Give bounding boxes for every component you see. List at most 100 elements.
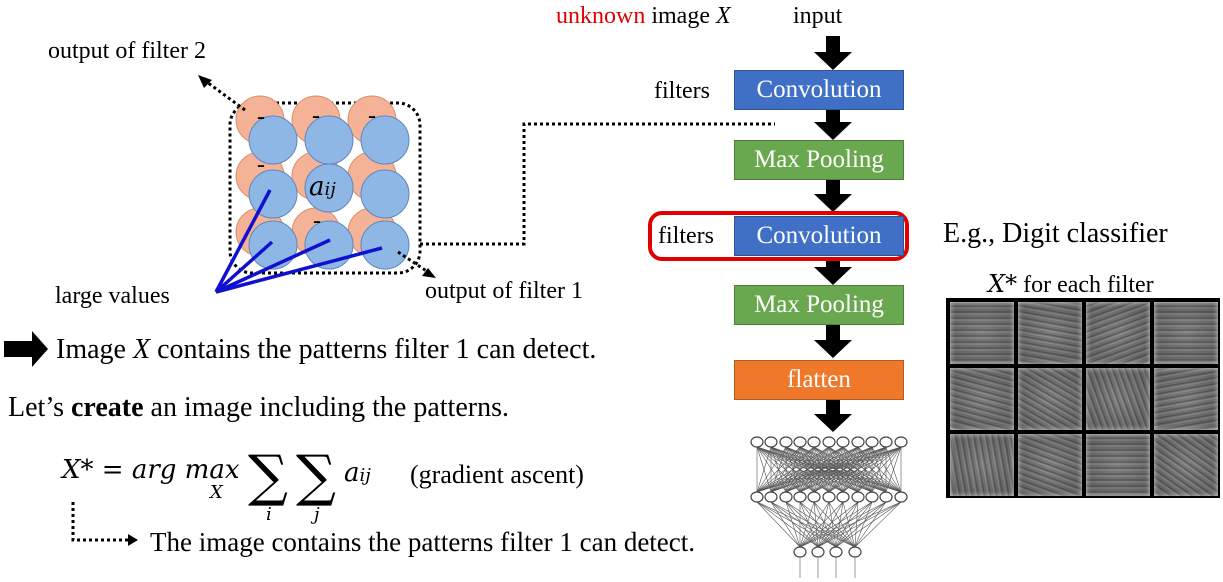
arrow-head-filter2 (198, 75, 212, 88)
arrow-head-filter1 (422, 268, 436, 278)
network-edge (799, 501, 819, 548)
large-values-label: large values (55, 283, 170, 309)
network-edge (813, 501, 856, 548)
network-edge (785, 501, 856, 548)
minus-sign: - (257, 152, 265, 178)
network-node (822, 436, 836, 448)
network-node (764, 491, 778, 503)
network-edge (817, 501, 902, 548)
max-pooling-layer-2: Max Pooling (734, 285, 904, 325)
network-edge (756, 446, 844, 493)
network-node (851, 436, 865, 448)
sum-index-i: i (266, 504, 272, 525)
network-edge (835, 501, 902, 548)
network-node (807, 491, 821, 503)
network-edge (813, 446, 902, 493)
network-node (865, 436, 879, 448)
network-edge (770, 501, 837, 548)
filter-visualization-grid (946, 298, 1220, 498)
network-edge (756, 446, 859, 493)
network-edge (756, 446, 801, 493)
network-edge (854, 501, 887, 548)
network-edge (756, 501, 837, 548)
formula-pointer (71, 502, 128, 542)
network-edge (799, 501, 830, 548)
right-panel-subtitle: X* for each filter (988, 270, 1154, 298)
contains-statement: Image X contains the patterns filter 1 c… (56, 334, 597, 365)
highlight-frame (648, 211, 909, 261)
minus-sign: - (368, 103, 376, 129)
network-edge (828, 501, 856, 548)
output-filter1-label: output of filter 1 (425, 278, 583, 304)
convolution-layer-2: Convolution (734, 216, 904, 256)
filter-tile (1154, 302, 1218, 364)
sum-symbol-i: ∑ (248, 444, 288, 509)
network-node (865, 491, 879, 503)
network-node (822, 491, 836, 503)
network-edge (842, 446, 902, 493)
input-label: input (793, 3, 843, 29)
network-edge (756, 446, 830, 493)
network-edge (785, 446, 902, 493)
minus-sign: - (257, 104, 265, 130)
network-edge (770, 501, 801, 548)
formula-note: (gradient ascent) (410, 460, 584, 489)
network-edge (770, 446, 902, 493)
filter-tile (1086, 302, 1150, 364)
filters-label: filters (654, 78, 710, 104)
network-edge (756, 446, 772, 493)
convolution-layer-1: Convolution (734, 70, 904, 110)
network-node (793, 436, 807, 448)
filter-tile (1086, 434, 1150, 496)
network-edge (799, 501, 837, 548)
filter-tile (950, 434, 1014, 496)
network-edge (799, 501, 902, 548)
network-node (829, 546, 843, 558)
network-edge (885, 446, 902, 493)
unknown-image-caption: unknown image X (556, 3, 731, 29)
network-edge (854, 501, 873, 548)
network-edge (770, 501, 819, 548)
minus-sign: - (312, 103, 320, 129)
network-edge (756, 446, 787, 493)
network-edge (756, 446, 887, 493)
network-edge (817, 501, 873, 548)
network-node (894, 436, 908, 448)
pipeline-arrows (814, 36, 852, 432)
large-value-pointers (214, 189, 383, 294)
network-node (836, 436, 850, 448)
network-node (807, 436, 821, 448)
dense-network-nodes (750, 436, 908, 558)
network-edge (756, 501, 801, 548)
formula: X* = arg max (62, 455, 239, 485)
output-filter2-label: output of filter 2 (48, 38, 206, 64)
network-edge (799, 501, 859, 548)
filter-tile (1154, 434, 1218, 496)
filter-tile (1018, 434, 1082, 496)
network-edge (835, 501, 873, 548)
max-pooling-layer-1: Max Pooling (734, 140, 904, 180)
sum-index-j: j (314, 504, 320, 525)
network-edge (817, 501, 887, 548)
network-edge (835, 501, 844, 548)
right-panel-title: E.g., Digit classifier (943, 218, 1168, 249)
network-node (779, 436, 793, 448)
filter-tile (1154, 368, 1218, 430)
network-edge (756, 501, 856, 548)
network-node (894, 491, 908, 503)
create-statement: Let’s create an image including the patt… (8, 392, 509, 423)
formula-lhs: X* = arg max (62, 455, 240, 485)
network-edge (756, 446, 873, 493)
network-node (811, 546, 825, 558)
aij-label: aij (309, 172, 336, 202)
network-edge (817, 501, 830, 548)
network-edge (799, 501, 815, 548)
network-edge (799, 501, 887, 548)
network-node (879, 436, 893, 448)
network-edge (871, 446, 902, 493)
network-edge (799, 501, 844, 548)
network-edge (828, 446, 902, 493)
filter-tile (1018, 302, 1082, 364)
filter-tile (950, 368, 1014, 430)
